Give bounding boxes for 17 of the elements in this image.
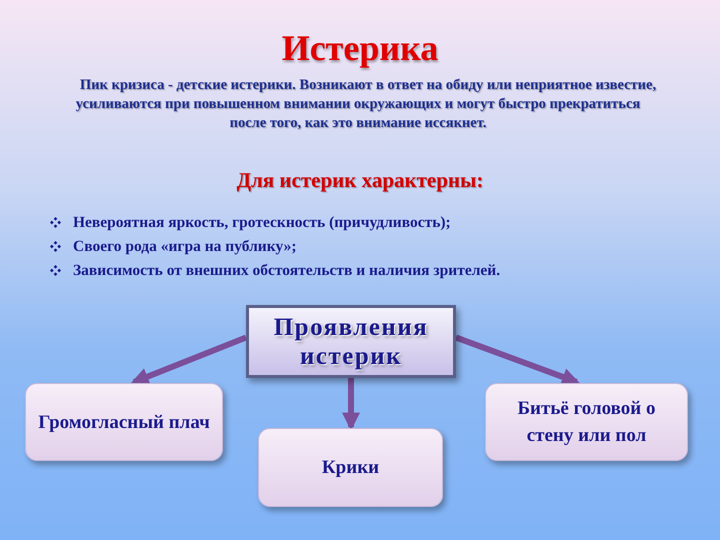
box-text: Проявления истерик	[272, 312, 430, 370]
arrow	[454, 334, 580, 386]
box-text: Крики	[322, 456, 380, 480]
arrow	[130, 334, 248, 386]
bullet-text: Зависимость от внешних обстоятельств и наличия зрителей.	[73, 261, 500, 281]
rounded-box	[258, 428, 443, 507]
heading-box	[246, 305, 456, 378]
title: Истерика	[282, 30, 438, 66]
intro-paragraph: Пик кризиса - детские истерики. Возникают в ответ на обиду или неприятное известие, усиливаются при повышенном внимании окружающих и могут быстро прекратиться после того, как это внимание иссякнет.	[74, 76, 658, 133]
box-text: Битьё головой о стену или пол	[516, 397, 656, 448]
rounded-box	[25, 383, 223, 461]
subheading: Для истерик характерны:	[236, 167, 484, 194]
bullet-text: Своего рода «игра на публику»;	[73, 237, 297, 257]
rounded-box	[485, 383, 688, 461]
arrow	[342, 378, 360, 431]
box-text: Громогласный плач	[38, 410, 210, 434]
bullet-text: Невероятная яркость, гротескность (причудливость);	[73, 213, 451, 233]
